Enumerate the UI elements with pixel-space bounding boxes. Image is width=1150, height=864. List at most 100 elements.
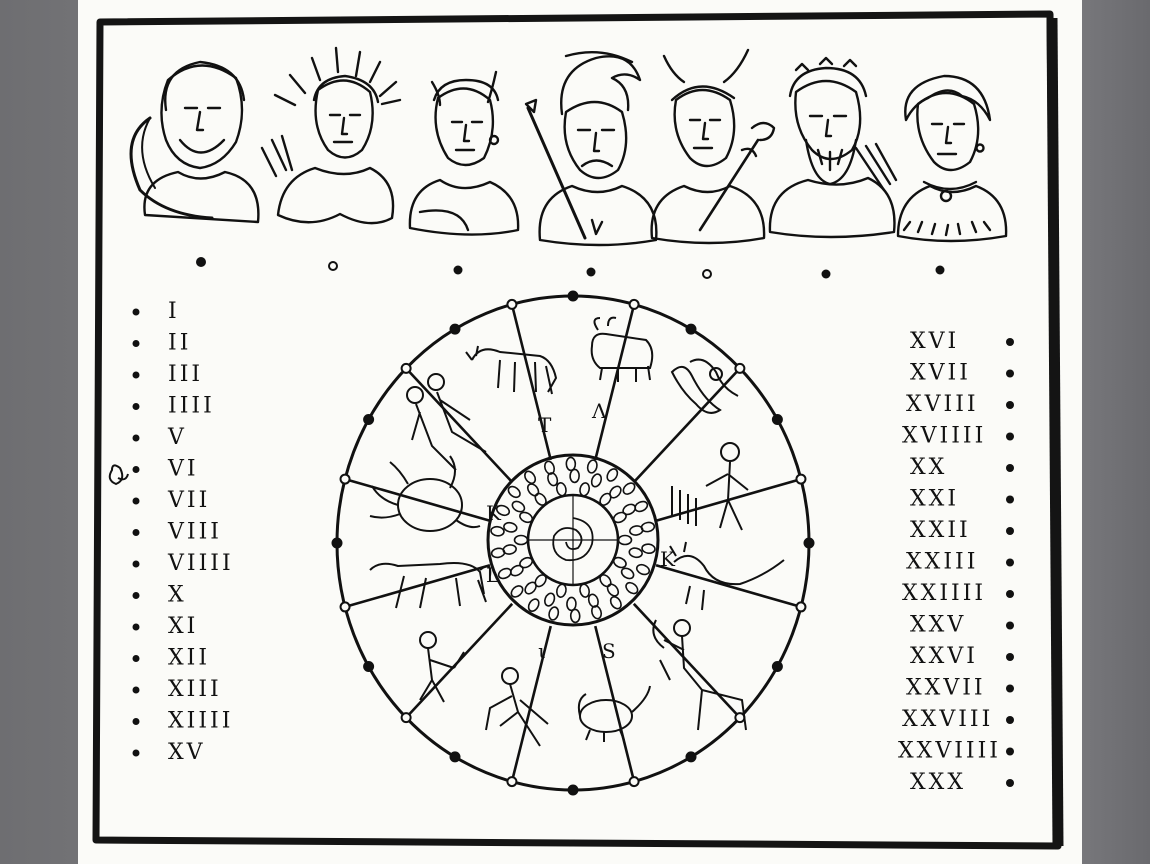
right-numeral: XX <box>910 455 947 480</box>
left-dot <box>132 340 140 347</box>
leo-icon <box>369 562 492 609</box>
stone <box>586 459 598 474</box>
left-numeral: XIII <box>168 677 222 702</box>
stone <box>625 581 639 595</box>
right-numeral: XXIII <box>906 550 978 575</box>
left-numeral: VIIII <box>167 551 234 576</box>
right-numeral: XVIII <box>906 392 979 417</box>
mars-bust <box>524 51 658 247</box>
left-numeral: V <box>167 425 187 450</box>
rim-dot <box>734 362 746 374</box>
stone <box>526 483 540 497</box>
taurus-icon <box>465 345 558 395</box>
left-dot <box>132 308 140 316</box>
left-numeral: XII <box>168 646 210 671</box>
wheel-spoke <box>510 304 553 461</box>
right-dot <box>1006 558 1014 567</box>
stone <box>590 605 603 620</box>
pisces-icon <box>670 358 739 414</box>
rim-dot <box>628 298 640 310</box>
stone <box>511 500 526 513</box>
wheel-letter: L <box>486 563 499 587</box>
right-dot <box>1006 684 1014 693</box>
right-numeral: XXVI <box>910 644 978 669</box>
right-numeral: XXX <box>910 770 966 795</box>
cancer-icon <box>369 455 481 532</box>
rim-dot <box>363 414 375 425</box>
rim-dot <box>803 537 815 549</box>
stone <box>527 598 540 612</box>
left-dot <box>132 497 140 505</box>
right-dot <box>1006 527 1014 535</box>
rim-dot <box>685 751 697 763</box>
stone <box>495 504 511 517</box>
left-numeral: X <box>168 583 187 608</box>
sagittarius-icon <box>652 619 747 731</box>
right-dot <box>1006 747 1014 756</box>
virgo-icon <box>419 631 465 703</box>
stone <box>524 470 537 485</box>
stone <box>640 521 656 533</box>
left-dot <box>132 655 140 662</box>
loop-mark <box>108 464 129 486</box>
sun-bust <box>260 46 402 225</box>
capricorn-icon <box>669 541 785 611</box>
left-dot <box>132 466 140 473</box>
saturn-bust <box>129 60 260 224</box>
rim-dot <box>331 537 343 549</box>
right-numeral: XXIIII <box>902 581 986 606</box>
wheel-spoke <box>655 564 802 609</box>
rim-dot <box>449 323 461 335</box>
right-dot <box>1006 716 1014 724</box>
left-dot <box>132 686 140 694</box>
wheel-spokes <box>344 304 802 782</box>
left-numeral: XI <box>168 614 198 639</box>
right-margin-band <box>1082 0 1150 864</box>
wheel-letter: K <box>486 501 502 525</box>
wheel-spoke <box>510 625 553 782</box>
rim-dot <box>339 601 351 613</box>
rim-dot <box>363 661 375 672</box>
bust-dots <box>196 257 945 279</box>
right-dot <box>1006 495 1014 504</box>
left-dot <box>132 718 140 725</box>
stone <box>543 460 556 475</box>
left-dot <box>132 434 140 442</box>
wheel-letter: S <box>602 639 616 663</box>
right-numeral: XXVIII <box>902 707 993 732</box>
rose-spiral-icon <box>528 495 618 585</box>
left-dot <box>132 623 140 631</box>
left-dot <box>132 529 140 536</box>
right-numeral-column: XVIXVIIXVIIIXVIIIIXXXXIXXIIXXIIIXXIIIIXX… <box>898 329 1014 795</box>
wheel-spoke <box>344 477 491 522</box>
stone <box>606 468 619 482</box>
rim-dot <box>400 712 412 724</box>
aquarius-icon <box>671 442 749 531</box>
stone <box>510 585 524 598</box>
rim-dot <box>567 290 579 302</box>
stone <box>497 567 512 580</box>
stone <box>565 456 577 472</box>
left-numeral: XV <box>168 740 206 765</box>
left-numeral: III <box>168 362 203 387</box>
rim-dot <box>339 473 351 485</box>
right-dot <box>1006 779 1014 787</box>
right-numeral: XVI <box>910 329 959 354</box>
wheel-spoke <box>593 625 636 782</box>
left-numeral: VI <box>167 457 199 482</box>
left-dot <box>132 592 140 599</box>
right-dot <box>1006 369 1014 378</box>
rim-dot <box>567 784 579 796</box>
rim-dot <box>771 414 783 425</box>
rim-dot <box>795 473 807 485</box>
wheel-rim-dots <box>331 290 815 796</box>
left-numeral: XIIII <box>168 709 233 734</box>
right-numeral: XXI <box>910 487 959 512</box>
rim-dot <box>795 601 807 613</box>
wheel-letter: ι <box>538 639 546 663</box>
venus-bust <box>896 74 1008 243</box>
stone <box>628 547 643 559</box>
stone <box>524 581 537 595</box>
stone <box>590 473 603 488</box>
right-numeral: XVIIII <box>902 424 986 449</box>
